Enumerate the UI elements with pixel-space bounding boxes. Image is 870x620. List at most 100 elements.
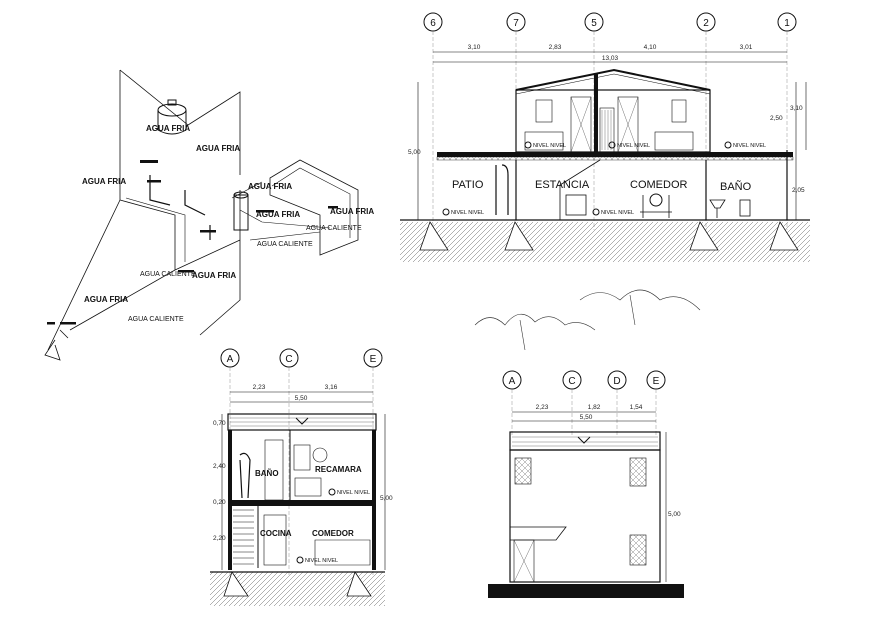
axis-E: E	[363, 348, 383, 368]
dim-4: 3,01	[740, 44, 753, 51]
height-total: 5,00	[668, 511, 681, 518]
axis-2: 2	[696, 12, 716, 32]
room-patio: PATIO	[452, 179, 484, 191]
label-agua-caliente: AGUA CALIENTE	[257, 241, 313, 248]
axis-E: E	[646, 370, 666, 390]
svg-text:1,82: 1,82	[588, 404, 601, 411]
axis-A: A	[502, 370, 522, 390]
svg-text:NIVEL NIVEL: NIVEL NIVEL	[305, 558, 338, 564]
level-marker: NIVEL NIVEL	[608, 141, 650, 149]
level-marker: NIVEL NIVEL	[724, 141, 766, 149]
armchair-icon	[565, 194, 587, 216]
elevation: A C D E 2,23 1,82 1,54 5,50 5,00	[488, 370, 684, 598]
svg-text:5,50: 5,50	[295, 395, 308, 402]
axis-7: 7	[506, 12, 526, 32]
cross-section: A C E 2,23 3,16 5,50 BAÑO RECAMARA COCIN…	[210, 348, 393, 606]
label-agua-fria: AGUA FRIA	[192, 271, 236, 280]
dim-3: 4,10	[644, 44, 657, 51]
level-marker: NIVEL NIVEL	[442, 208, 484, 216]
axis-C: C	[562, 370, 582, 390]
height-roof: 3,10	[790, 105, 803, 112]
room-recamara: RECAMARA	[315, 465, 362, 474]
svg-text:3,16: 3,16	[325, 384, 338, 391]
axis-6: 6	[423, 12, 443, 32]
window-icon	[629, 534, 647, 566]
isometric-plumbing-diagram: AGUA FRIA AGUA FRIA AGUA FRIA AGUA FRIA …	[44, 69, 374, 361]
svg-text:1: 1	[784, 18, 790, 29]
svg-text:A: A	[509, 376, 516, 387]
label-agua-fria: AGUA FRIA	[256, 210, 300, 219]
label-agua-caliente: AGUA CALIENTE	[306, 225, 362, 232]
sink-icon	[709, 199, 726, 218]
svg-text:NIVEL NIVEL: NIVEL NIVEL	[617, 143, 650, 149]
canopy	[510, 526, 567, 541]
label-agua-fria: AGUA FRIA	[146, 124, 190, 133]
svg-text:5,00: 5,00	[380, 495, 393, 502]
height-lower: 2,05	[792, 187, 805, 194]
level-marker: NIVEL NIVEL	[592, 208, 634, 216]
level-marker: NIVEL NIVEL	[328, 488, 370, 496]
svg-text:D: D	[613, 376, 620, 387]
level-marker: NIVEL NIVEL	[524, 141, 566, 149]
svg-text:2,23: 2,23	[536, 404, 549, 411]
dim-1: 3,10	[468, 44, 481, 51]
svg-text:1,54: 1,54	[630, 404, 643, 411]
toilet-icon	[739, 199, 751, 217]
svg-text:5,50: 5,50	[580, 414, 593, 421]
room-comedor: COMEDOR	[312, 529, 354, 538]
isometric-labels: AGUA FRIA AGUA FRIA AGUA FRIA AGUA FRIA …	[82, 124, 374, 323]
room-bano: BAÑO	[720, 180, 752, 193]
axis-bubbles: 6 7 5 2 1	[423, 12, 797, 32]
longitudinal-section: 6 7 5 2 1 3,10 2,83 4,10 3,01 13,03	[400, 12, 810, 262]
height-total: 5,00	[408, 149, 421, 156]
person-icon	[495, 164, 509, 215]
dresser-icon	[294, 477, 322, 497]
svg-text:C: C	[285, 354, 292, 365]
axis-1: 1	[777, 12, 797, 32]
svg-text:0,70: 0,70	[213, 420, 226, 427]
person-icon	[239, 452, 251, 499]
room-cocina: COCINA	[260, 529, 292, 538]
svg-text:E: E	[370, 354, 377, 365]
label-agua-fria: AGUA FRIA	[330, 207, 374, 216]
water-tank-icon	[157, 99, 187, 135]
room-estancia: ESTANCIA	[535, 179, 590, 191]
sofa-icon	[314, 539, 371, 566]
svg-text:5: 5	[591, 18, 597, 29]
svg-text:A: A	[227, 354, 234, 365]
label-agua-fria: AGUA FRIA	[196, 144, 240, 153]
svg-text:NIVEL NIVEL: NIVEL NIVEL	[601, 210, 634, 216]
svg-text:NIVEL NIVEL: NIVEL NIVEL	[337, 490, 370, 496]
level-marker: NIVEL NIVEL	[296, 556, 338, 564]
svg-text:7: 7	[513, 18, 519, 29]
svg-text:6: 6	[430, 18, 436, 29]
door-icon	[513, 539, 535, 583]
svg-text:2,40: 2,40	[213, 463, 226, 470]
label-agua-fria: AGUA FRIA	[248, 182, 292, 191]
svg-text:E: E	[653, 376, 660, 387]
axis-A: A	[220, 348, 240, 368]
label-agua-fria: AGUA FRIA	[84, 295, 128, 304]
window-icon	[629, 457, 647, 487]
svg-text:C: C	[568, 376, 575, 387]
window-icon	[514, 457, 532, 485]
room-bano: BAÑO	[255, 469, 279, 478]
svg-text:NIVEL NIVEL: NIVEL NIVEL	[451, 210, 484, 216]
trees-sketch	[474, 289, 701, 351]
svg-text:2,23: 2,23	[253, 384, 266, 391]
svg-text:NIVEL NIVEL: NIVEL NIVEL	[533, 143, 566, 149]
axis-D: D	[607, 370, 627, 390]
dining-table-icon	[640, 195, 672, 218]
dim-2: 2,83	[549, 44, 562, 51]
svg-text:2: 2	[703, 18, 709, 29]
label-agua-caliente: AGUA CALIENTE	[128, 316, 184, 323]
room-comedor: COMEDOR	[630, 179, 688, 191]
axis-C: C	[279, 348, 299, 368]
water-heater-icon	[233, 191, 249, 231]
dim-total: 13,03	[602, 55, 619, 62]
svg-text:NIVEL NIVEL: NIVEL NIVEL	[733, 143, 766, 149]
svg-text:2,20: 2,20	[213, 535, 226, 542]
label-agua-fria: AGUA FRIA	[82, 177, 126, 186]
axis-5: 5	[584, 12, 604, 32]
